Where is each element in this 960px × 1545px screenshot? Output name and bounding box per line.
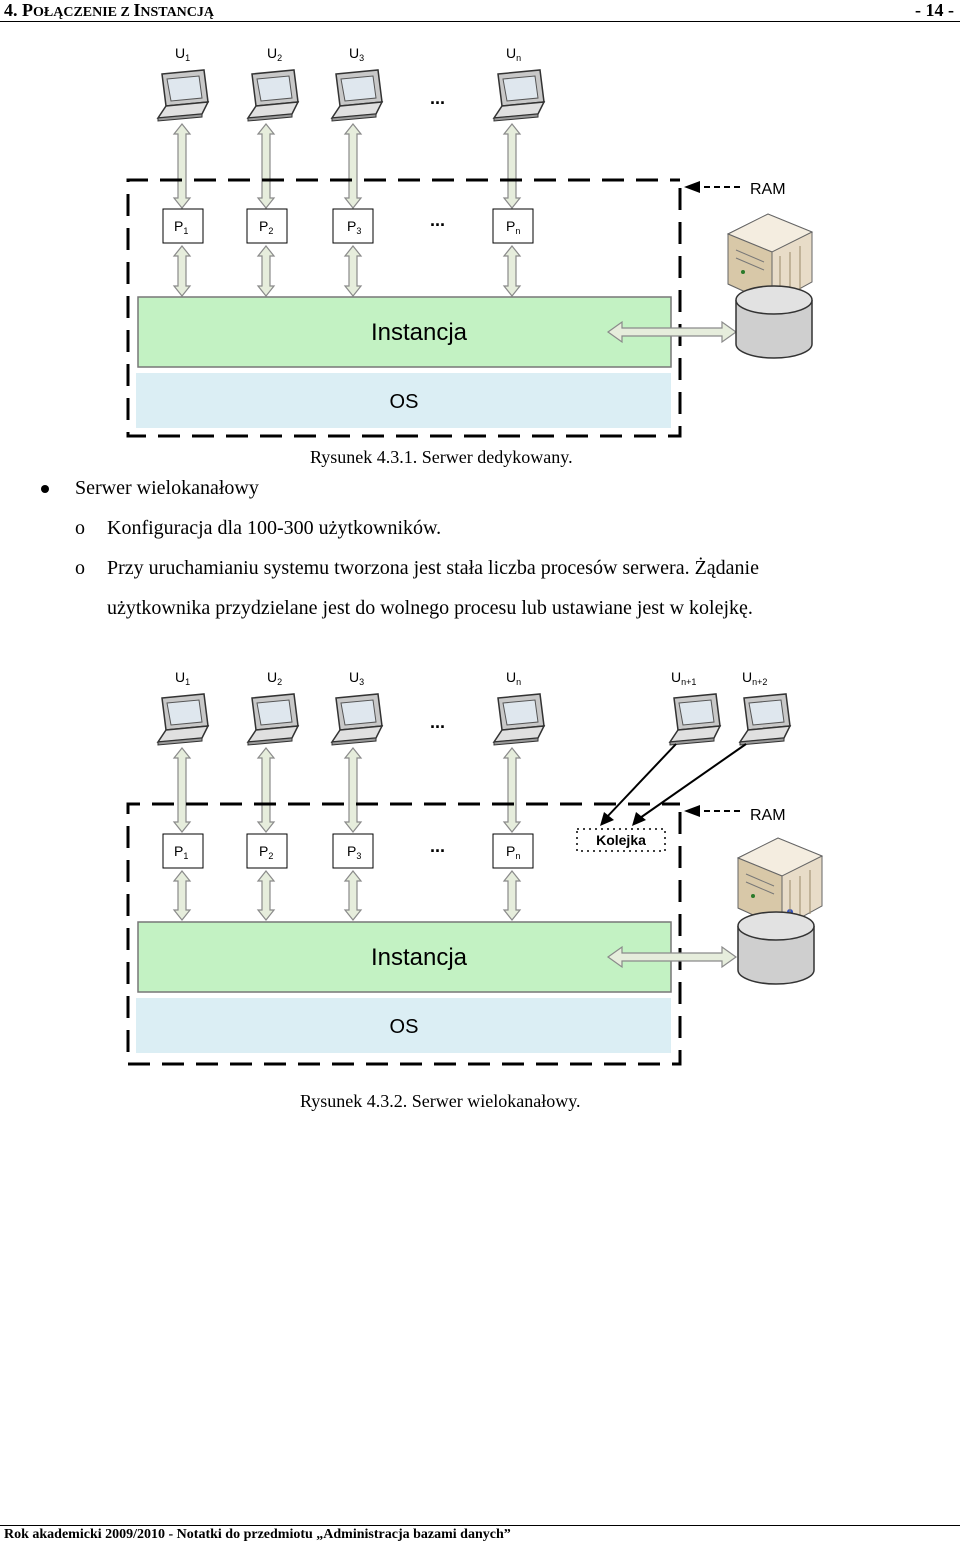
figure2-caption: Rysunek 4.3.2. Serwer wielokanałowy. — [300, 1091, 581, 1111]
process-label: P2 — [259, 218, 273, 236]
laptop-icon — [493, 69, 545, 122]
double-arrow — [172, 870, 192, 921]
ram-label: RAM — [750, 181, 786, 198]
double-arrow — [256, 747, 276, 833]
user-label: Un+2 — [742, 669, 767, 687]
process-label: P1 — [174, 843, 188, 861]
user-label: U2 — [267, 45, 282, 63]
laptop-icon — [247, 69, 299, 122]
os-label: OS — [390, 1016, 419, 1038]
server-boundary — [126, 802, 682, 1066]
double-arrow — [256, 123, 276, 209]
list-item-processes-line2: użytkownika przydzielane jest do wolnego… — [107, 597, 753, 619]
process-label: P3 — [347, 843, 361, 861]
figure1-user-labels: U1 U2 U3 Un — [175, 45, 521, 63]
instance-box — [137, 921, 672, 993]
ellipsis: ... — [430, 210, 445, 230]
laptop-icon — [331, 693, 383, 746]
header-divider — [0, 21, 960, 22]
user-label: U3 — [349, 45, 364, 63]
instance-label: Instancja — [371, 944, 468, 971]
ellipsis: ... — [430, 836, 445, 856]
figure2-arrows-bottom — [172, 870, 522, 921]
figure2-processes: P1 P2 P3 Pn ... — [162, 833, 534, 869]
queue-arrow-line — [605, 743, 677, 819]
double-arrow — [172, 245, 192, 297]
footer-divider — [0, 1525, 960, 1526]
user-label: U3 — [349, 669, 364, 687]
figure1-caption: Rysunek 4.3.1. Serwer dedykowany. — [310, 447, 573, 467]
laptop-icon — [739, 693, 791, 746]
user-label: Un+1 — [671, 669, 696, 687]
ram-arrowhead — [684, 805, 700, 817]
laptop-icon — [331, 69, 383, 122]
queue-arrowhead — [632, 812, 646, 826]
user-label: Un — [506, 669, 521, 687]
ram-arrowhead — [684, 181, 700, 193]
laptop-icon — [157, 693, 209, 746]
instance-box — [137, 296, 672, 368]
double-arrow — [343, 123, 363, 209]
bullet-icon — [41, 485, 49, 493]
ram-label: RAM — [750, 807, 786, 824]
user-label: U2 — [267, 669, 282, 687]
user-label: U1 — [175, 669, 190, 687]
instance-label: Instancja — [371, 319, 468, 346]
process-label: P3 — [347, 218, 361, 236]
database-disk-icon — [735, 285, 813, 359]
os-box — [136, 373, 671, 428]
list-item-config: Konfiguracja dla 100-300 użytkowników. — [107, 517, 442, 539]
double-arrow — [256, 245, 276, 297]
ellipsis: ... — [430, 88, 445, 108]
process-label: Pn — [506, 218, 520, 236]
double-arrow — [172, 123, 192, 209]
page-footer: Rok akademicki 2009/2010 - Notatki do pr… — [4, 1527, 511, 1542]
double-arrow — [502, 747, 522, 833]
user-label: U1 — [175, 45, 190, 63]
figure2-user-labels: U1 U2 U3 Un Un+1 Un+2 — [175, 669, 767, 687]
double-arrow — [502, 123, 522, 209]
database-disk-icon — [737, 911, 815, 985]
process-label: P2 — [259, 843, 273, 861]
laptop-icon — [157, 69, 209, 122]
server-boundary — [126, 178, 682, 438]
figure1-processes: P1 P2 P3 Pn ... — [162, 208, 534, 244]
double-arrow — [256, 870, 276, 921]
double-arrow — [343, 870, 363, 921]
list-item-processes-line1: Przy uruchamianiu systemu tworzona jest … — [107, 557, 759, 579]
double-arrow — [343, 747, 363, 833]
ellipsis: ... — [430, 712, 445, 732]
sub-marker: o — [75, 517, 85, 539]
double-arrow — [502, 870, 522, 921]
queue-box — [576, 828, 666, 852]
bullet-heading: Serwer wielokanałowy — [75, 477, 259, 499]
sub-marker: o — [75, 557, 85, 579]
process-label: Pn — [506, 843, 520, 861]
page-header-title: 4. POŁĄCZENIE Z INSTANCJĄ — [4, 0, 215, 20]
user-label: Un — [506, 45, 521, 63]
figure1-arrows-top — [172, 123, 522, 209]
queue-arrowhead — [600, 812, 614, 826]
server-icon — [726, 213, 814, 305]
os-label: OS — [390, 391, 419, 413]
os-box — [136, 998, 671, 1053]
double-arrow — [172, 747, 192, 833]
queue-arrow-line — [639, 743, 747, 819]
queue-label: Kolejka — [596, 832, 646, 848]
process-label: P1 — [174, 218, 188, 236]
page-number: - 14 - — [915, 0, 954, 20]
double-arrow — [343, 245, 363, 297]
figure1-arrows-bottom — [172, 245, 522, 297]
figure-multichannel-server: U1 U2 U3 Un Un+1 Un+2 ... RAM P1 P2 P3 P… — [126, 669, 824, 1066]
server-icon — [736, 837, 824, 929]
figure2-arrows-top — [172, 747, 522, 833]
laptop-icon — [247, 693, 299, 746]
double-arrow — [606, 945, 738, 969]
laptop-icon — [493, 693, 545, 746]
laptop-icon — [669, 693, 721, 746]
figure-dedicated-server: U1 U2 U3 Un ... RAM P1 P2 P3 Pn ... — [126, 45, 814, 438]
double-arrow — [502, 245, 522, 297]
